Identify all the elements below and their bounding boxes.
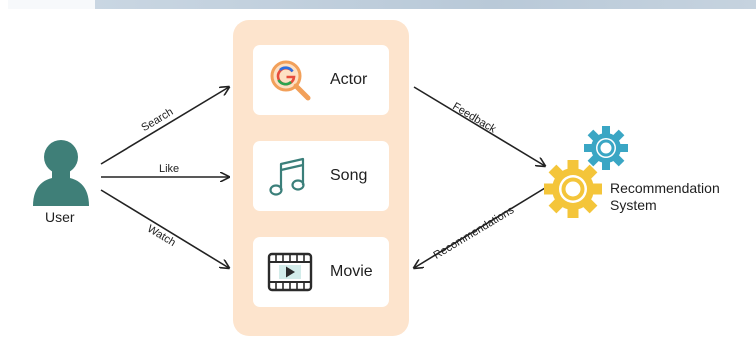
recommendations-arrow [414,187,546,268]
watch-arrow [100,189,229,268]
feedback-arrow [413,86,545,166]
card-song: Song [253,141,389,211]
like-edge-label: Like [159,163,180,175]
yellow-gear-icon [544,160,602,218]
google-search-icon [270,60,311,101]
user-label: User [45,209,75,225]
left-strip [0,0,8,351]
top-band [95,0,756,9]
system-label: Recommendation System [610,180,720,214]
film-strip-icon [267,252,313,292]
card-movie: Movie [253,237,389,307]
card-actor-label: Actor [330,71,368,88]
system-label-line2: System [610,197,657,213]
system-label-line1: Recommendation [610,180,720,196]
music-note-icon [269,157,305,196]
blue-gear-icon [584,126,628,170]
card-movie-label: Movie [330,263,373,280]
card-actor: Actor [253,45,389,115]
user-icon [33,140,89,206]
card-song-label: Song [330,167,368,184]
search-arrow [100,87,229,165]
